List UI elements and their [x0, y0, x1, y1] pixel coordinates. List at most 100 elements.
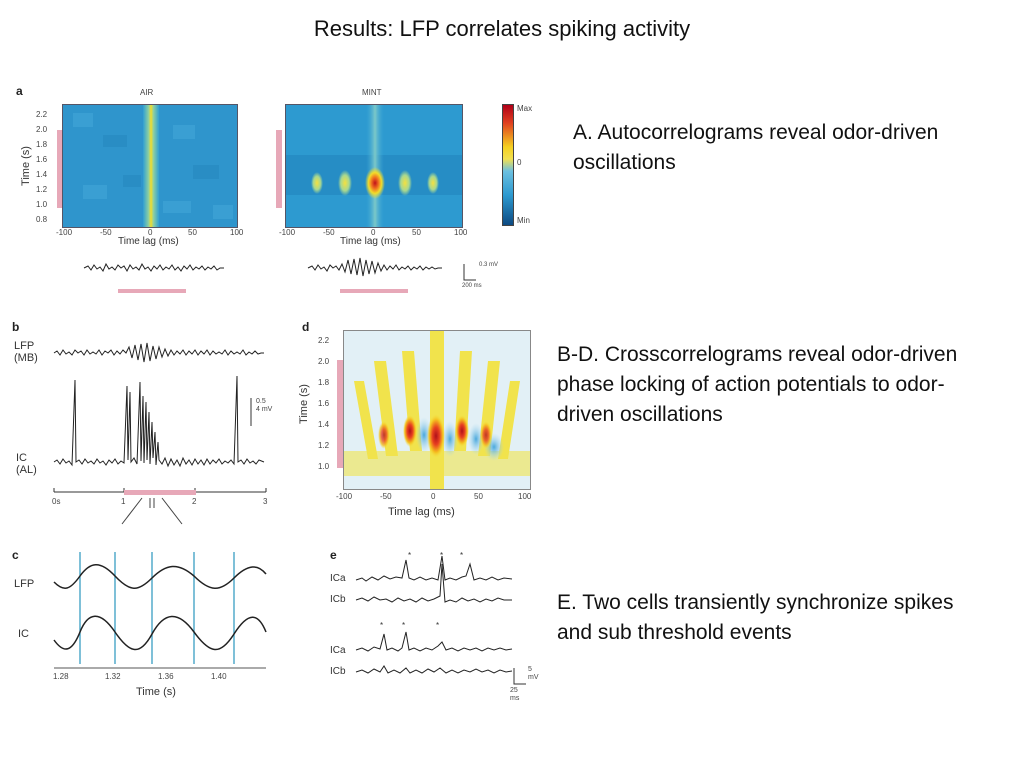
panel-a-air-title: AIR: [140, 88, 154, 97]
panel-a-mint-autocorrelogram: [285, 104, 463, 228]
xtick: -100: [336, 492, 353, 501]
panel-e-traces: * * * * * *: [355, 551, 513, 674]
panel-b-scale: 0.5 4 mV: [256, 398, 272, 414]
ytick: 2.0: [318, 357, 330, 366]
slide-title: Results: LFP correlates spiking activity: [313, 16, 691, 41]
xtick: 0s: [52, 497, 61, 506]
scale-line2: 4 mV: [256, 406, 273, 413]
panel-b-label: b: [12, 320, 20, 334]
xtick: -100: [279, 228, 296, 237]
panel-d-ylabel: Time (s): [298, 384, 310, 424]
panel-c-ic-label: IC: [18, 628, 29, 640]
panel-a-mint-odor-bar: [276, 130, 282, 208]
xtick: 1.32: [105, 672, 121, 681]
panel-e-trace-label: ICa: [330, 573, 346, 584]
ytick: 2.0: [36, 125, 48, 134]
colorbar-min-label: Min: [517, 216, 530, 225]
note-a: A. Autocorrelograms reveal odor-driven o…: [573, 121, 939, 174]
xtick: -100: [56, 228, 73, 237]
panel-a-scale-t: 200 ms: [462, 283, 482, 289]
xtick: -50: [380, 492, 392, 501]
xtick: 50: [412, 228, 421, 237]
panel-d-odor-bar: [337, 360, 343, 468]
panel-e-trace-label: ICa: [330, 645, 346, 656]
svg-text:*: *: [402, 621, 405, 630]
ytick: 2.2: [318, 336, 330, 345]
panel-b-ic-trace: [53, 375, 265, 468]
xtick: 1.28: [53, 672, 69, 681]
scale-line1: 0.5: [256, 398, 266, 405]
ytick: 1.4: [318, 420, 330, 429]
panel-a-air-autocorrelogram: [62, 104, 238, 228]
ytick: 1.0: [36, 200, 48, 209]
ytick: 1.2: [318, 441, 330, 450]
panel-a-air-lfp-trace: [83, 262, 224, 273]
xtick: 100: [230, 228, 244, 237]
note-bd: B-D. Crosscorrelograms reveal odor-drive…: [557, 343, 958, 426]
svg-text:*: *: [380, 621, 383, 630]
xtick: 3: [263, 497, 268, 506]
panel-b-odor-bar: [124, 490, 196, 495]
panel-d-xlabel: Time lag (ms): [388, 506, 455, 518]
panel-c-label: c: [12, 548, 19, 562]
panel-a-label: a: [16, 84, 23, 98]
xtick: 1.40: [211, 672, 227, 681]
xtick: -50: [323, 228, 335, 237]
panel-b-lfp-label: LFP (MB): [14, 340, 38, 364]
ytick: 2.2: [36, 110, 48, 119]
panel-a-mint-lfp-trace: [307, 257, 442, 277]
scale-t-line2: ms: [510, 695, 520, 702]
ytick: 1.6: [318, 399, 330, 408]
panel-a-scale-bar: [463, 264, 476, 281]
panel-a-air-odor-bar: [57, 130, 63, 208]
ic-label-line1: IC: [16, 452, 27, 464]
note-e: E. Two cells transiently synchronize spi…: [557, 591, 954, 644]
xtick: 0: [431, 492, 436, 501]
lfp-label-line2: (MB): [14, 352, 38, 364]
svg-text:*: *: [408, 551, 411, 560]
scale-v-line2: mV: [528, 674, 539, 681]
panel-c-xlabel: Time (s): [136, 686, 176, 698]
ytick: 1.0: [318, 462, 330, 471]
xtick: 50: [188, 228, 197, 237]
colorbar-max-label: Max: [517, 104, 533, 113]
panel-a-mint-xlabel: Time lag (ms): [340, 236, 401, 247]
scale-v-line1: 5: [528, 666, 532, 673]
panel-c-traces: [53, 552, 267, 669]
scale-t-line1: 25: [510, 687, 518, 694]
svg-text:*: *: [440, 551, 443, 560]
xtick: -50: [100, 228, 112, 237]
panel-e-scale-t: 25 ms: [510, 687, 519, 703]
panel-a-colorbar: [502, 104, 514, 226]
ytick: 1.4: [36, 170, 48, 179]
xtick: 100: [454, 228, 468, 237]
xtick: 1: [121, 497, 126, 506]
colorbar-zero-label: 0: [517, 158, 522, 167]
xtick: 1.36: [158, 672, 174, 681]
ytick: 0.8: [36, 215, 48, 224]
xtick: 100: [518, 492, 532, 501]
lfp-label-line1: LFP: [14, 340, 35, 352]
ic-label-line2: (AL): [16, 464, 37, 476]
panel-e-trace-label: ICb: [330, 594, 346, 605]
panel-a-scale-v: 0.3 mV: [479, 262, 499, 268]
panel-b-ic-label: IC (AL): [16, 452, 37, 476]
panel-a-air-odor-bar-horizontal: [118, 289, 186, 293]
panel-d-label: d: [302, 320, 310, 334]
panel-a-air-xlabel: Time lag (ms): [118, 236, 179, 247]
ytick: 1.6: [36, 155, 48, 164]
xtick: 50: [474, 492, 483, 501]
panel-b-scale-bar: [250, 398, 252, 426]
panel-d-crosscorrelogram: [343, 330, 531, 490]
xtick: 2: [192, 497, 197, 506]
panel-a-mint-odor-bar-horizontal: [340, 289, 408, 293]
panel-a-mint-title: MINT: [362, 88, 382, 97]
panel-c-lfp-label: LFP: [14, 578, 35, 590]
panel-a-ylabel: Time (s): [20, 146, 32, 186]
ytick: 1.8: [36, 140, 48, 149]
panel-e-label: e: [330, 548, 337, 562]
panel-e-trace-label: ICb: [330, 666, 346, 677]
panel-b-lfp-trace: [53, 342, 264, 363]
svg-text:*: *: [460, 551, 463, 560]
xtick: 0: [148, 228, 153, 237]
